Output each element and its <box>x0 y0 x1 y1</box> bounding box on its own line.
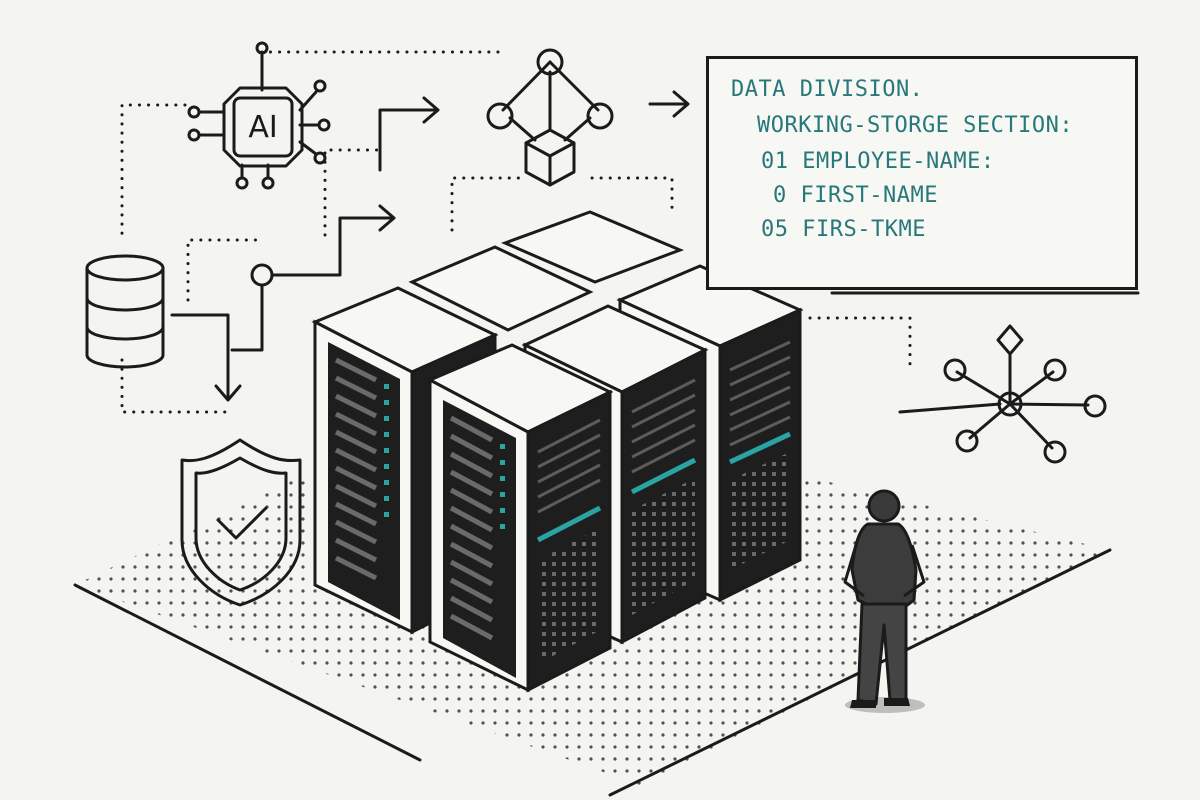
hierarchy-cube-icon <box>486 48 614 187</box>
code-line-first-name: 0 FIRST-NAME <box>773 183 938 208</box>
connection-lines <box>120 50 912 414</box>
ai-chip-icon: AI <box>187 41 331 190</box>
server-rack-front <box>426 343 614 693</box>
ai-chip-label: AI <box>248 110 277 145</box>
code-line-firs-tkme: 05 FIRS-TKME <box>761 217 926 242</box>
network-node-icon <box>898 324 1107 464</box>
server-rack-left-back <box>408 245 594 332</box>
code-line-employee-name: 01 EMPLOYEE-NAME: <box>761 149 995 174</box>
database-icon <box>85 254 165 369</box>
server-rack-back-center <box>500 210 685 284</box>
person-figure <box>843 489 926 713</box>
code-line-data-division: DATA DIVISION. <box>731 77 924 102</box>
shield-check-icon <box>180 438 302 607</box>
code-line-working-storage: WORKING-STORGE SECTION: <box>757 113 1074 138</box>
code-panel: DATA DIVISION. WORKING-STORGE SECTION: 0… <box>706 56 1138 290</box>
